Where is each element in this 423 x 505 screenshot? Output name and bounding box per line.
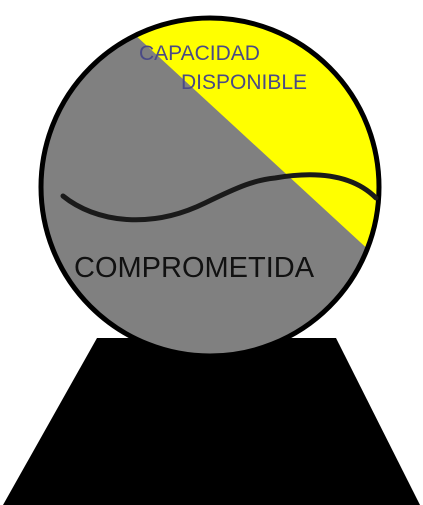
base-stand <box>3 338 420 505</box>
wave-line <box>60 172 379 223</box>
committed-capacity-region <box>41 18 379 356</box>
available-capacity-label-line1: CAPACIDAD <box>139 42 260 65</box>
committed-capacity-label: COMPROMETIDA <box>74 252 315 284</box>
globe-outline <box>38 15 382 359</box>
available-capacity-label-line2: DISPONIBLE <box>181 71 307 94</box>
